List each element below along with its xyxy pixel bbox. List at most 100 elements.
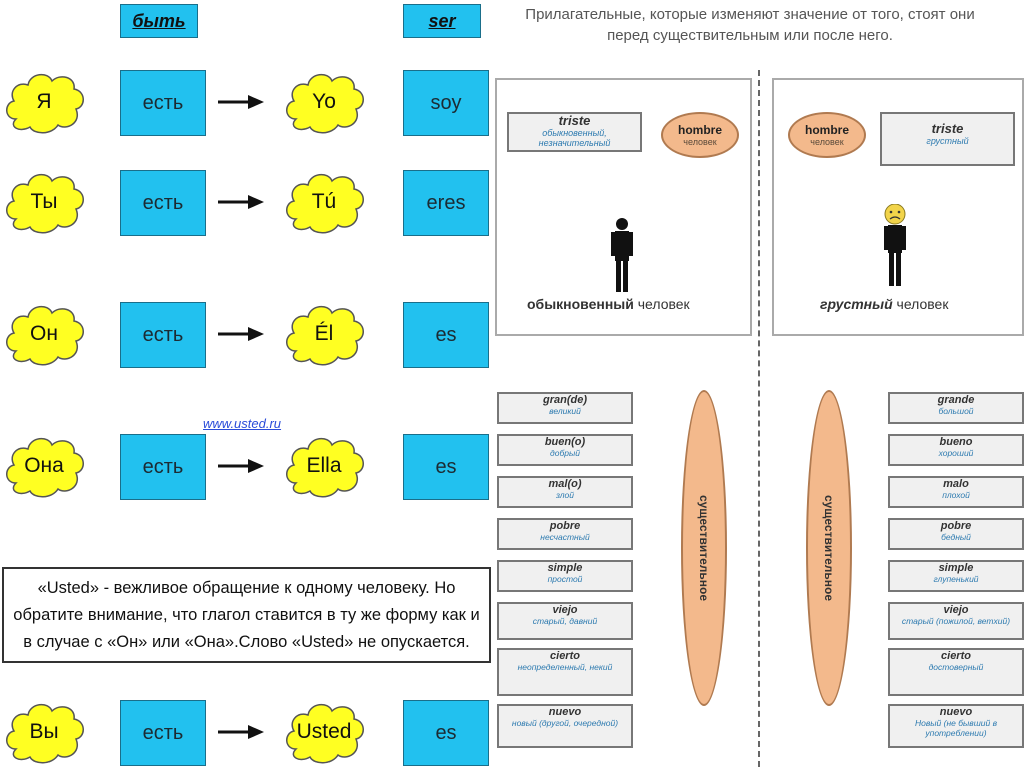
dashed-divider [758, 70, 760, 767]
noun-label-right: существительное [822, 494, 836, 602]
adj-russian: достоверный [928, 662, 984, 672]
pronoun-es: Usted [296, 720, 352, 743]
adj-spanish: pobre [940, 520, 972, 532]
verb-es-box: es [403, 434, 489, 500]
arrow-icon [218, 456, 264, 476]
adj-spanish: simple [547, 562, 583, 574]
arrow-icon [218, 92, 264, 112]
cloud-icon [286, 73, 364, 134]
pronoun-ru: Я [36, 90, 52, 113]
adj-spanish: bueno [939, 436, 973, 448]
cloud-icon [6, 437, 84, 498]
adj-russian: Новый (не бывший в употреблении) [914, 718, 998, 738]
header-ser: ser [403, 4, 481, 38]
adj-spanish: nuevo [548, 706, 582, 718]
adj-russian: бедный [941, 532, 971, 542]
pronoun-es: Yo [312, 90, 336, 113]
adj-spanish: grande [937, 394, 975, 406]
adj-box: triste обыкновенный, незначительный [507, 112, 642, 152]
verb-es-box: es [403, 302, 489, 368]
cloud-es: Ella [282, 431, 366, 501]
cloud-icon [6, 173, 84, 234]
cloud-icon [286, 703, 364, 764]
arrow-icon [218, 324, 264, 344]
noun-russian: человек [683, 137, 717, 147]
adj-spanish: viejo [943, 604, 969, 616]
verb-ru-box: есть [120, 70, 206, 136]
pronoun-ru: Он [30, 322, 58, 345]
panel-after-noun: hombre человек triste грустный грустный … [772, 78, 1024, 336]
pronoun-es: Tú [311, 190, 337, 213]
noun-spanish: hombre [804, 123, 849, 137]
noun-oval: hombre человек [788, 112, 866, 158]
adjectives-section: Прилагательные, которые изменяют значени… [495, 0, 1024, 767]
cloud-es: Yo [282, 67, 366, 137]
adj-russian: старый (пожилой, ветхий) [901, 616, 1011, 626]
arrow-icon [218, 722, 264, 742]
pronoun-ru: Ты [30, 190, 58, 213]
adj-russian: новый (другой, очередной) [511, 718, 619, 728]
pronoun-es: Él [314, 322, 334, 345]
adj-spanish: viejo [552, 604, 578, 616]
pronoun-es: Ella [306, 454, 342, 477]
adj-spanish: buen(o) [544, 436, 586, 448]
adj-spanish: cierto [550, 650, 580, 662]
verb-es-box: es [403, 700, 489, 766]
verb-es-box: eres [403, 170, 489, 236]
adj-russian: хороший [938, 448, 974, 458]
cloud-icon [6, 305, 84, 366]
watermark-url: www.usted.ru [203, 416, 282, 431]
cloud-es: Tú [282, 167, 366, 237]
adjective-item: mal(o)злой [497, 476, 633, 508]
adj-spanish: triste [558, 113, 591, 128]
adj-russian: глупенький [933, 574, 979, 584]
header-byt: быть [120, 4, 198, 38]
cloud-icon [286, 305, 364, 366]
caption-after: грустный человек [820, 296, 948, 312]
adj-russian: грустный [926, 136, 969, 146]
adjective-item: buen(o)добрый [497, 434, 633, 466]
man-figure-icon [611, 218, 633, 292]
cloud-icon [6, 73, 84, 134]
panel-before-noun: triste обыкновенный, незначительный homb… [495, 78, 752, 336]
cloud-es: Él [282, 299, 366, 369]
caption-bold: грустный [820, 296, 893, 312]
cloud-icon [286, 437, 364, 498]
caption-rest: человек [633, 296, 690, 312]
verb-es-box: soy [403, 70, 489, 136]
noun-spanish: hombre [677, 123, 722, 137]
cloud-icon [6, 703, 84, 764]
adj-russian: плохой [942, 490, 970, 500]
adj-box: triste грустный [880, 112, 1015, 166]
adj-spanish: cierto [941, 650, 971, 662]
pronoun-ru: Она [24, 454, 64, 477]
adj-spanish: triste [931, 121, 964, 136]
adj-russian: обыкновенный, незначительный [538, 128, 611, 148]
verb-ru-box: есть [120, 434, 206, 500]
usted-note: «Usted» - вежливое обращение к одному че… [2, 567, 491, 663]
noun-oval-left: существительное [681, 390, 727, 706]
cloud-ru: Она [2, 431, 86, 501]
verb-ru-box: есть [120, 302, 206, 368]
adj-russian: старый, давний [532, 616, 598, 626]
adjectives-title: Прилагательные, которые изменяют значени… [525, 6, 975, 44]
adj-spanish: gran(de) [543, 394, 587, 406]
adj-russian: простой [547, 574, 583, 584]
arrow-icon [218, 192, 264, 212]
pronoun-ru: Вы [29, 720, 59, 743]
adj-spanish: simple [938, 562, 974, 574]
adj-russian: добрый [550, 448, 580, 458]
adj-russian: несчастный [540, 532, 590, 542]
adj-spanish: mal(o) [548, 478, 582, 490]
